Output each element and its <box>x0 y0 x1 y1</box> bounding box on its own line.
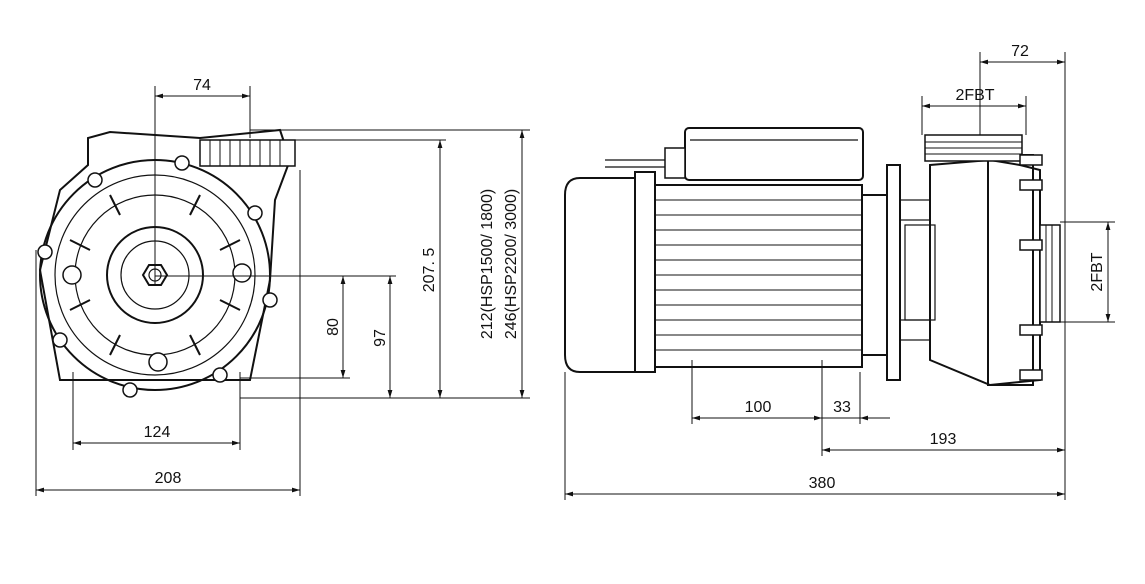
side-view: 72 2FBT 2FBT 100 33 193 380 <box>564 43 1115 500</box>
front-dimensions: 74 207. 5 212(HSP1500/ 1800) 246(HSP2200… <box>35 77 530 496</box>
bracket-bottom <box>899 319 931 341</box>
outlet-thread <box>199 139 296 167</box>
dim-246: 246(HSP2200/ 3000) <box>503 189 520 339</box>
side-bolts <box>1019 154 1043 381</box>
bracket-top <box>899 199 931 221</box>
dim-380: 380 <box>809 475 836 492</box>
suction-port <box>1039 224 1061 323</box>
dim-80: 80 <box>325 318 342 336</box>
dim-72: 72 <box>1011 43 1029 60</box>
dim-212: 212(HSP1500/ 1800) <box>479 189 496 339</box>
shaft-hex <box>141 264 169 286</box>
motor-body <box>654 184 863 368</box>
thread-lines <box>209 140 281 166</box>
seal-housing <box>904 224 936 321</box>
dim-193: 193 <box>930 431 957 448</box>
cooling-fins <box>655 199 862 351</box>
dim-100: 100 <box>745 399 772 416</box>
port-label-side: 2FBT <box>1089 252 1106 291</box>
port-label-top: 2FBT <box>955 87 994 104</box>
dim-124: 124 <box>144 424 171 441</box>
dim-74: 74 <box>193 77 211 94</box>
suction-thread-lines <box>1045 225 1053 322</box>
pump-head <box>929 158 1041 387</box>
front-view: 74 207. 5 212(HSP1500/ 1800) 246(HSP2200… <box>35 77 530 496</box>
side-dimensions: 72 2FBT 2FBT 100 33 193 380 <box>564 43 1115 500</box>
dim-97: 97 <box>372 329 389 347</box>
dim-33: 33 <box>833 399 851 416</box>
dim-207-5: 207. 5 <box>421 248 438 293</box>
dim-208: 208 <box>155 470 182 487</box>
ribs <box>69 194 241 356</box>
bolt-holes <box>37 155 278 398</box>
motor-end-cap <box>564 177 636 373</box>
terminal-box <box>684 127 864 181</box>
outlet-thread-lines <box>925 141 1022 155</box>
mounting-flange <box>886 164 901 381</box>
motor-end-ring <box>634 171 656 373</box>
cable-gland <box>664 147 686 179</box>
motor-front-collar <box>861 194 888 356</box>
